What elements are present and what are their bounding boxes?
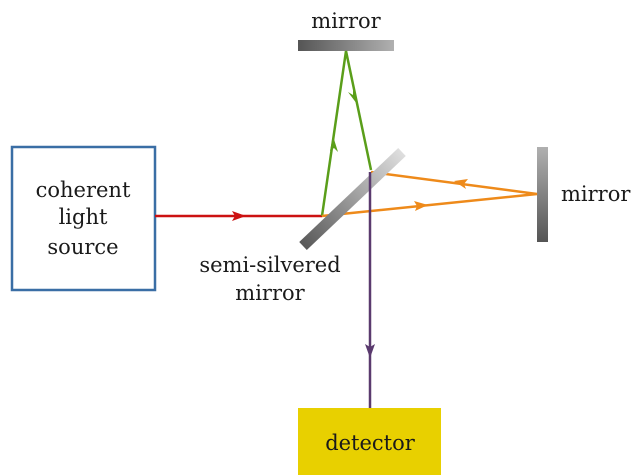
- top-mirror-label: mirror: [311, 9, 381, 33]
- right-mirror: [537, 147, 548, 242]
- horizontal-arm-beam: [321, 170, 538, 218]
- splitter-label-line2: mirror: [235, 281, 305, 305]
- input-beam-arrow: [232, 211, 246, 221]
- horizontal-arm-arrow-right: [414, 201, 428, 211]
- detector-label: detector: [325, 431, 416, 455]
- horizontal-arm-arrow-left: [454, 179, 468, 189]
- right-mirror-label: mirror: [561, 182, 631, 206]
- splitter-label-line1: semi-silvered: [199, 253, 340, 277]
- semi-silvered-mirror: [299, 148, 406, 250]
- source-label-line2: light: [59, 205, 108, 229]
- light-source-box: [10, 145, 157, 292]
- detector-box: [298, 408, 441, 475]
- output-beam-arrow: [365, 344, 375, 358]
- source-label-line3: source: [47, 235, 118, 259]
- vertical-arm-arrow-up: [330, 136, 338, 152]
- vertical-arm-arrow-down: [348, 90, 357, 104]
- top-mirror: [298, 40, 394, 51]
- source-label-line1: coherent: [36, 178, 131, 202]
- vertical-arm-beam: [320, 50, 373, 217]
